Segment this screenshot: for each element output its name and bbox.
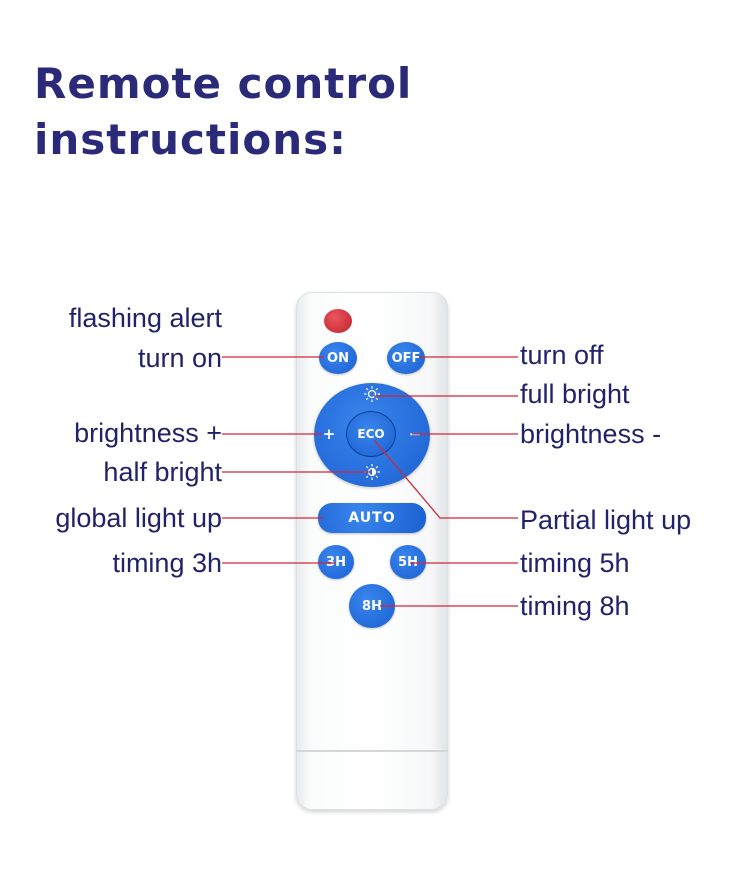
label-timing-5h: timing 5h [520,547,630,579]
label-half-bright: half bright [103,456,222,488]
label-brightness-plus: brightness + [74,417,222,449]
label-timing-8h: timing 8h [520,590,630,622]
label-brightness-minus: brightness - [520,418,661,450]
label-full-bright: full bright [520,378,630,410]
label-global-light-up: global light up [55,502,222,534]
label-turn-on: turn on [138,342,222,374]
label-timing-3h: timing 3h [112,547,222,579]
leader-partial-light-up [374,440,518,518]
label-turn-off: turn off [520,339,604,371]
label-partial-light-up: Partial light up [520,504,691,536]
label-flashing-alert: flashing alert [69,302,222,334]
